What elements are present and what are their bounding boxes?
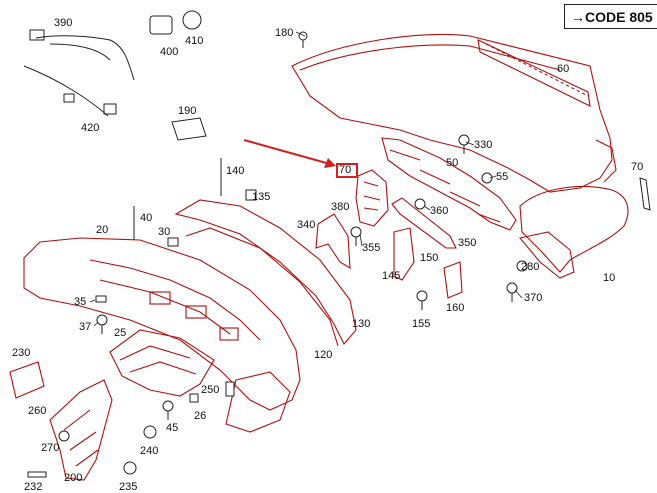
callout-340[interactable]: 330: [474, 139, 493, 151]
callout-250[interactable]: 240: [140, 445, 159, 457]
callout-190[interactable]: 180: [275, 27, 294, 39]
callout-10[interactable]: 10: [603, 272, 616, 284]
callout-60[interactable]: 60: [557, 63, 570, 75]
callout-arrow: [243, 139, 336, 168]
connector-410: [149, 15, 173, 35]
trim-strip-part: [174, 199, 357, 347]
mount-bracket-355: [391, 197, 457, 249]
callout-380[interactable]: 370: [524, 292, 543, 304]
highlighted-part-label: 70: [339, 164, 352, 176]
callout-450[interactable]: 420: [81, 122, 100, 134]
fastener-set: [27, 31, 528, 478]
connector-420: [182, 10, 202, 30]
bumper-cover-part: [291, 33, 629, 273]
callout-150[interactable]: 145: [382, 270, 401, 282]
callout-420[interactable]: 410: [185, 35, 204, 47]
callout-390[interactable]: 380: [331, 201, 350, 213]
highlighted-part-box[interactable]: [336, 163, 358, 178]
callout-280[interactable]: 270: [41, 442, 60, 454]
underbody-panel-part: [109, 329, 215, 397]
callout-130[interactable]: 120: [314, 349, 333, 361]
callout-330[interactable]: 280: [521, 261, 540, 273]
leader-lines: [89, 31, 523, 327]
callout-230[interactable]: 200: [64, 472, 83, 484]
callout-40[interactable]: 40: [140, 212, 153, 224]
callout-25[interactable]: 25: [114, 327, 127, 339]
callout-180[interactable]: 160: [446, 302, 465, 314]
callout-260[interactable]: 250: [201, 384, 220, 396]
callout-232[interactable]: 230: [12, 347, 31, 359]
callout-50[interactable]: 50: [446, 157, 459, 169]
callout-145[interactable]: 140: [226, 165, 245, 177]
callout-270[interactable]: 260: [28, 405, 47, 417]
mount-bracket-350: [315, 213, 351, 270]
callout-120[interactable]: 70: [631, 161, 644, 173]
callout-37[interactable]: 37: [79, 321, 92, 333]
callout-140[interactable]: 135: [252, 191, 271, 203]
callout-200[interactable]: 190: [178, 105, 197, 117]
callout-35[interactable]: 35: [74, 296, 87, 308]
callout-26[interactable]: 26: [194, 410, 207, 422]
side-bracket-part: [49, 379, 113, 481]
callout-350[interactable]: 340: [297, 219, 316, 231]
tow-cover-part: [171, 117, 207, 141]
callout-155[interactable]: 150: [420, 252, 439, 264]
callout-55[interactable]: 55: [496, 171, 509, 183]
callout-30[interactable]: 30: [158, 226, 171, 238]
reflector-plate-part: [9, 361, 45, 399]
callout-360[interactable]: 355: [362, 242, 381, 254]
callout-45[interactable]: 45: [166, 422, 179, 434]
callout-135[interactable]: 130: [352, 318, 371, 330]
callout-235[interactable]: 232: [24, 481, 43, 493]
reinforcement-bracket-part: [355, 137, 517, 231]
callout-400[interactable]: 390: [54, 17, 73, 29]
corner-part: [518, 231, 575, 279]
hook-part: [639, 177, 651, 211]
callout-20[interactable]: 20: [96, 224, 109, 236]
code-note-text: →CODE 805: [571, 9, 653, 25]
callout-410[interactable]: 400: [160, 46, 179, 58]
mount-bracket-180: [443, 261, 463, 299]
callout-355[interactable]: 350: [458, 237, 477, 249]
callout-240[interactable]: 235: [119, 481, 138, 493]
diffuser-part: [23, 237, 301, 433]
mount-bracket-150: [393, 227, 415, 281]
callout-160[interactable]: 155: [412, 318, 431, 330]
code-note-box: →CODE 805: [564, 4, 657, 29]
wiring-harness-part: [23, 29, 135, 117]
callout-370[interactable]: 360: [430, 205, 449, 217]
